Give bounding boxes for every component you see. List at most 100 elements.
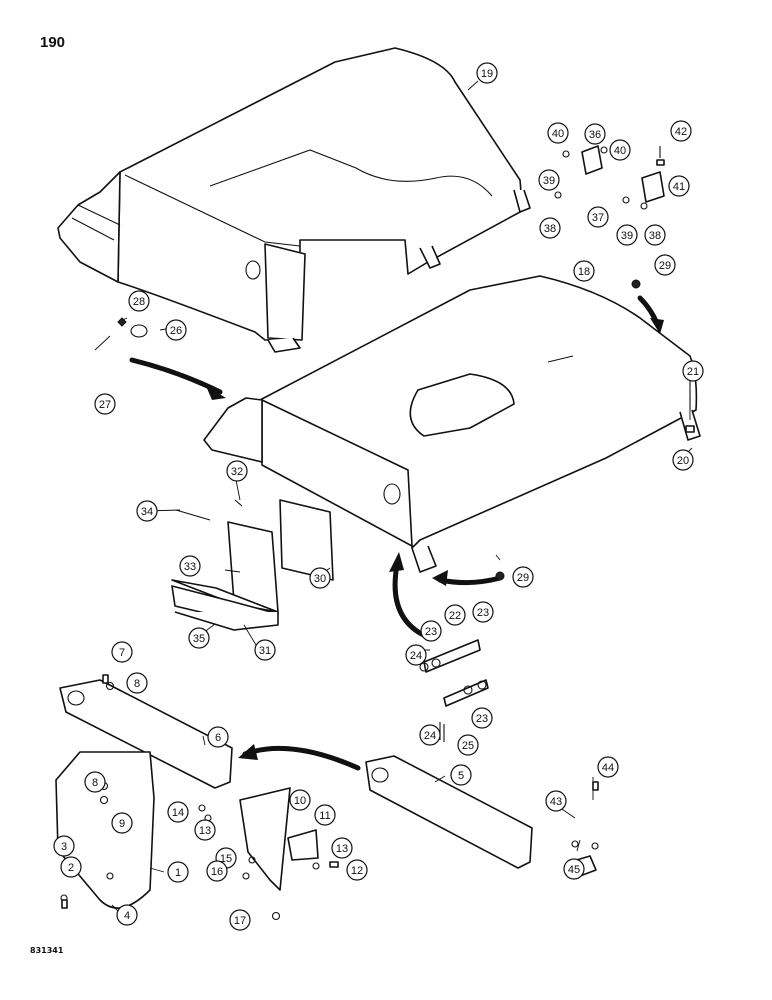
callout-17: 17: [229, 909, 251, 931]
callout-circle: [472, 601, 494, 623]
callout-2: 2: [60, 856, 82, 878]
callout-label: 45: [568, 864, 580, 876]
callout-36: 36: [584, 123, 606, 145]
callout-25: 25: [457, 734, 479, 756]
callout-label: 21: [687, 366, 699, 378]
callout-11: 11: [314, 804, 336, 826]
callout-label: 17: [234, 915, 246, 927]
callout-label: 40: [614, 145, 626, 157]
callout-label: 33: [184, 561, 196, 573]
callout-3: 3: [53, 835, 75, 857]
callout-12: 12: [346, 859, 368, 881]
callout-circle: [207, 726, 229, 748]
callout-label: 37: [592, 212, 604, 224]
callout-18: 18: [573, 260, 595, 282]
drawing-id: 831341: [30, 946, 64, 955]
callout-label: 2: [68, 862, 74, 874]
callout-7: 7: [111, 641, 133, 663]
callout-circle: [563, 858, 585, 880]
callout-label: 9: [119, 818, 125, 830]
callout-43: 43: [545, 790, 567, 812]
callout-label: 43: [550, 796, 562, 808]
callout-label: 29: [517, 572, 529, 584]
callout-circle: [179, 555, 201, 577]
callout-circle: [644, 224, 666, 246]
callout-circle: [538, 169, 560, 191]
callout-label: 36: [589, 129, 601, 141]
callout-label: 25: [462, 740, 474, 752]
callout-4: 4: [116, 904, 138, 926]
callout-label: 30: [314, 573, 326, 585]
callout-label: 13: [336, 843, 348, 855]
callout-34: 34: [136, 500, 158, 522]
callout-circle: [668, 175, 690, 197]
callout-10: 10: [289, 789, 311, 811]
callout-35: 35: [188, 627, 210, 649]
callout-23: 23: [471, 707, 493, 729]
callout-label: 39: [543, 175, 555, 187]
callout-circle: [450, 764, 472, 786]
callout-circle: [94, 393, 116, 415]
callout-label: 24: [410, 650, 422, 662]
callout-circle: [165, 319, 187, 341]
lower-hood: [203, 275, 701, 573]
callout-28: 28: [128, 290, 150, 312]
callout-circle: [346, 859, 368, 881]
callout-14: 14: [167, 801, 189, 823]
callout-24: 24: [405, 644, 427, 666]
callout-label: 23: [425, 626, 437, 638]
callout-label: 35: [193, 633, 205, 645]
callout-circle: [167, 861, 189, 883]
callout-23: 23: [472, 601, 494, 623]
callout-label: 6: [215, 732, 221, 744]
callout-32: 32: [226, 460, 248, 482]
callout-label: 12: [351, 865, 363, 877]
callout-label: 40: [552, 128, 564, 140]
callout-label: 10: [294, 795, 306, 807]
callout-20: 20: [672, 449, 694, 471]
callout-40: 40: [609, 139, 631, 161]
callout-6: 6: [207, 726, 229, 748]
callout-circle: [587, 206, 609, 228]
callout-label: 18: [578, 266, 590, 278]
callout-circle: [573, 260, 595, 282]
callout-label: 8: [92, 777, 98, 789]
callout-label: 11: [319, 810, 330, 822]
callout-circle: [597, 756, 619, 778]
callout-label: 39: [621, 230, 633, 242]
callout-29: 29: [654, 254, 676, 276]
callout-label: 3: [61, 841, 67, 853]
callout-circle: [547, 122, 569, 144]
callout-label: 22: [449, 610, 461, 622]
callout-circle: [116, 904, 138, 926]
callout-label: 26: [170, 325, 182, 337]
callout-8: 8: [126, 672, 148, 694]
callout-label: 44: [602, 762, 614, 774]
page-number: 190: [40, 34, 66, 51]
callout-label: 13: [199, 825, 211, 837]
callout-circle: [84, 771, 106, 793]
air-filter-assembly: [171, 521, 279, 631]
callout-circle: [111, 641, 133, 663]
callout-label: 16: [211, 866, 223, 878]
callout-circle: [670, 120, 692, 142]
callout-label: 4: [124, 910, 130, 922]
callout-circle: [512, 566, 534, 588]
callout-13: 13: [194, 819, 216, 841]
callout-label: 42: [675, 126, 687, 138]
callout-23: 23: [420, 620, 442, 642]
callout-31: 31: [254, 639, 276, 661]
callout-label: 23: [477, 607, 489, 619]
callout-label: 29: [659, 260, 671, 272]
callout-label: 8: [134, 678, 140, 690]
callout-8: 8: [84, 771, 106, 793]
callout-circle: [111, 812, 133, 834]
callout-label: 23: [476, 713, 488, 725]
callout-label: 28: [133, 296, 145, 308]
callout-circle: [405, 644, 427, 666]
callout-circle: [194, 819, 216, 841]
callout-label: 24: [424, 730, 436, 742]
callout-24: 24: [419, 724, 441, 746]
callout-13: 13: [331, 837, 353, 859]
callout-1: 1: [167, 861, 189, 883]
